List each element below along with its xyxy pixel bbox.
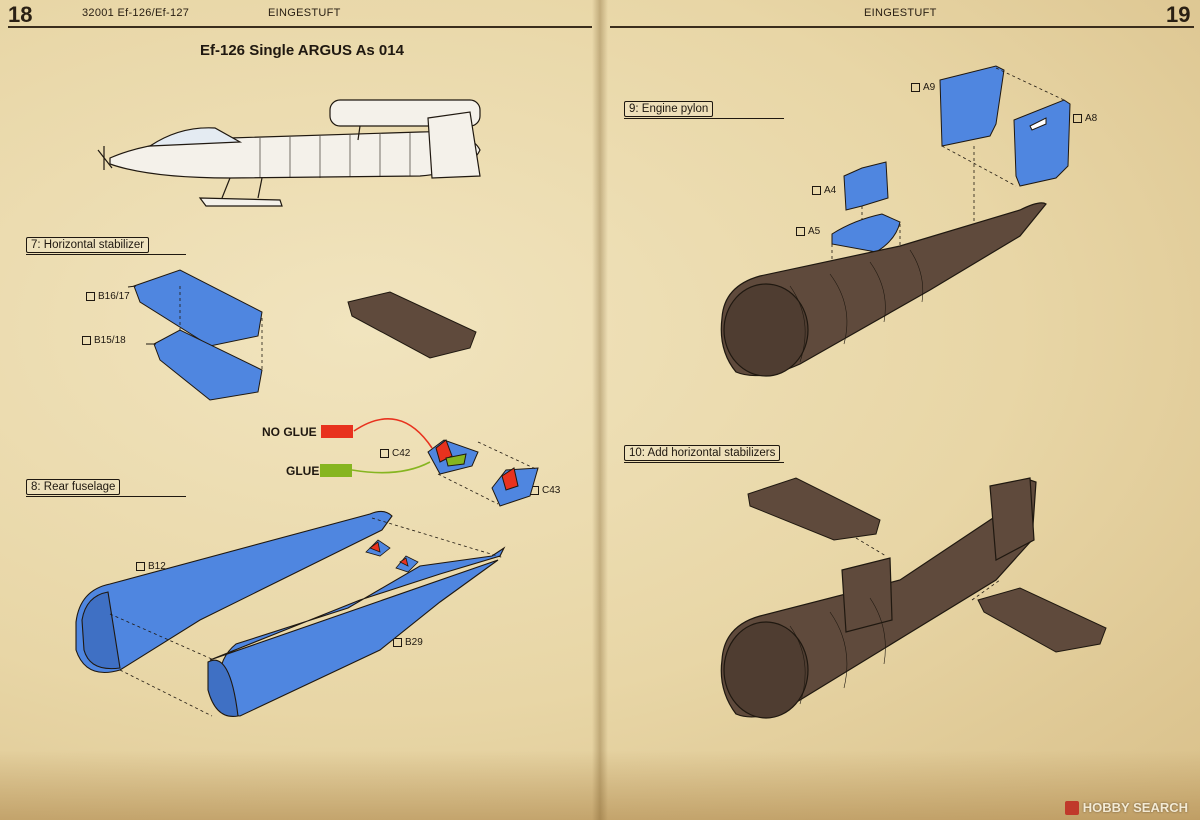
part-label-a9: A9 — [911, 82, 935, 93]
checkbox-icon — [812, 186, 821, 195]
stabilizer-left-step10 — [747, 477, 881, 541]
header-eingestuft-left: EINGESTUFT — [268, 7, 341, 19]
left-page: 18 32001 Ef-126/Ef-127 EINGESTUFT Ef-126… — [8, 2, 592, 718]
engine-body-step9 — [720, 202, 1047, 377]
part-a8-pylon-half — [1013, 99, 1071, 187]
dashed-guide-c42-c43 — [437, 441, 539, 505]
part-label-c42: C42 — [380, 448, 410, 459]
glue-leader — [351, 461, 431, 474]
step-8-label: 8: Rear fuselage — [26, 479, 187, 497]
step-9-label: 9: Engine pylon — [624, 101, 785, 119]
part-b29-fuselage-half — [207, 546, 506, 718]
checkbox-icon — [82, 336, 91, 345]
glue-swatch — [320, 464, 352, 477]
part-a9-pylon-half — [939, 65, 1005, 147]
part-label-b12: B12 — [136, 561, 166, 572]
part-label-a8: A8 — [1073, 113, 1097, 124]
part-label-b16-17: B16/17 — [86, 291, 130, 302]
part-label-a4: A4 — [812, 185, 836, 196]
header-rule-left — [8, 26, 592, 28]
part-label-a5: A5 — [796, 226, 820, 237]
dashed-guide-step8 — [109, 517, 505, 717]
page-title: Ef-126 Single ARGUS As 014 — [200, 42, 404, 59]
part-c43 — [491, 467, 539, 507]
part-label-b15-18: B15/18 — [82, 335, 126, 346]
checkbox-icon — [86, 292, 95, 301]
no-glue-swatch — [321, 425, 353, 438]
watermark: HOBBY SEARCH — [1064, 800, 1188, 815]
dashed-guide-step7 — [179, 286, 263, 370]
checkbox-icon — [796, 227, 805, 236]
part-b12-fuselage-half — [75, 510, 393, 674]
small-fin-parts — [365, 539, 419, 573]
checkbox-icon — [393, 638, 402, 647]
no-glue-leader — [353, 418, 433, 449]
step-10-label: 10: Add horizontal stabilizers — [624, 445, 785, 463]
legend-no-glue: NO GLUE — [262, 425, 317, 439]
checkbox-icon — [136, 562, 145, 571]
page-number-left: 18 — [8, 2, 33, 27]
part-c42 — [427, 439, 479, 475]
engine-body-step10 — [720, 477, 1037, 719]
hobby-search-logo-icon — [1064, 800, 1079, 815]
header-eingestuft-right: EINGESTUFT — [864, 7, 937, 19]
header-rule-right — [610, 26, 1194, 28]
assembled-stabilizer-model — [347, 291, 477, 359]
legend-glue: GLUE — [286, 464, 320, 478]
step-7-label: 7: Horizontal stabilizer — [26, 237, 187, 255]
checkbox-icon — [911, 83, 920, 92]
checkbox-icon — [380, 449, 389, 458]
part-label-b29: B29 — [393, 637, 423, 648]
paper-burn-edge — [0, 750, 1200, 820]
left-page-drawings — [75, 99, 539, 718]
stabilizer-right-step10 — [977, 587, 1107, 653]
catalog-number: 32001 Ef-126/Ef-127 — [82, 7, 190, 19]
part-b16-17-stabilizer — [127, 269, 263, 347]
aircraft-side-view-illustration — [97, 99, 481, 207]
right-page: EINGESTUFT 19 9: Engine pylon 10: Add ho… — [600, 0, 1200, 820]
page-number-right: 19 — [1166, 2, 1191, 27]
book-gutter — [592, 0, 608, 820]
part-a4-part — [843, 161, 889, 211]
checkbox-icon — [1073, 114, 1082, 123]
part-a5-part — [831, 213, 901, 253]
right-page-drawings — [720, 65, 1107, 719]
